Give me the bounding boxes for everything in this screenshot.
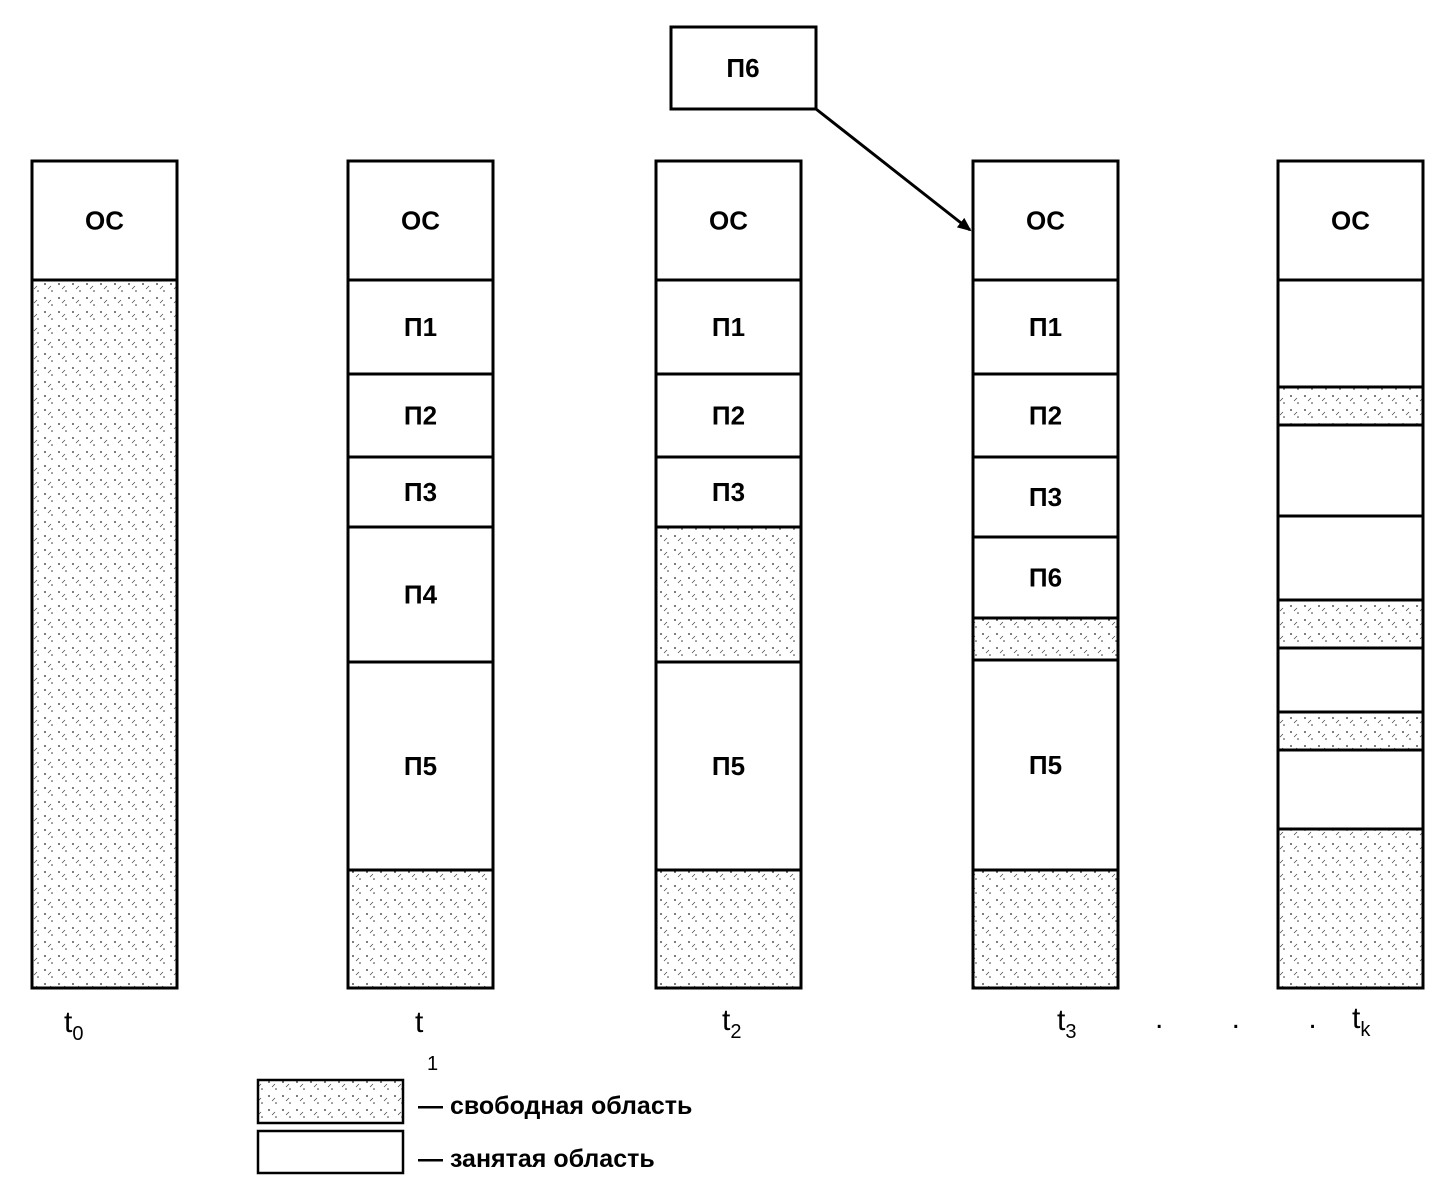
incoming-program-box (669, 25, 818, 111)
occupied-memory-segment (654, 159, 803, 282)
occupied-memory-segment (346, 278, 495, 376)
occupied-memory-segment (971, 278, 1120, 376)
legend: — свободная область — занятая область (256, 1078, 692, 1175)
occupied-memory-segment (971, 159, 1120, 282)
time-labels: t0 t 1 t2 t3 . . . tk (64, 1002, 1371, 1075)
occupied-memory-segment (346, 525, 495, 664)
segment-label: П3 (404, 477, 437, 507)
segment-label: П5 (1029, 750, 1062, 780)
free-memory-segment (1276, 598, 1425, 650)
free-memory-segment (1276, 827, 1425, 990)
occupied-memory-segment (971, 455, 1120, 539)
free-memory-segment (1276, 710, 1425, 752)
segment-label: П1 (1029, 312, 1062, 342)
legend-busy-label: — занятая область (418, 1145, 655, 1173)
occupied-memory-segment (1276, 748, 1425, 831)
segment-label: П1 (404, 312, 437, 342)
occupied-memory-segment (971, 535, 1120, 620)
time-label-t0: t0 (64, 1006, 83, 1045)
occupied-memory-segment (971, 658, 1120, 872)
segment-label: ОС (85, 206, 124, 236)
free-memory-segment (654, 525, 803, 664)
free-memory-segment (30, 278, 179, 990)
legend-busy-swatch (256, 1129, 405, 1175)
segment-label: П2 (404, 401, 437, 431)
occupied-memory-segment (1276, 278, 1425, 389)
ellipsis: . . . (1155, 1002, 1347, 1035)
segment-label: П2 (712, 401, 745, 431)
occupied-memory-segment (1276, 423, 1425, 518)
segment-label: П6 (1029, 563, 1062, 593)
occupied-memory-segment (1276, 159, 1425, 282)
free-memory-segment (1276, 385, 1425, 427)
time-label-t2: t2 (722, 1004, 741, 1043)
incoming-program-label: П6 (726, 53, 759, 83)
occupied-memory-segment (654, 455, 803, 529)
segment-label: П3 (712, 477, 745, 507)
occupied-memory-segment (1276, 514, 1425, 602)
free-memory-segment (654, 868, 803, 990)
occupied-memory-segment (346, 372, 495, 459)
incoming-program: П6 (669, 25, 972, 232)
segment-label: П1 (712, 312, 745, 342)
occupied-memory-segment (654, 278, 803, 376)
legend-free-swatch (256, 1078, 405, 1125)
free-memory-segment (971, 616, 1120, 662)
memory-column-0: ОС (30, 159, 179, 990)
segment-label: П5 (404, 751, 437, 781)
occupied-memory-segment (346, 455, 495, 529)
incoming-arrow (815, 107, 972, 232)
occupied-memory-segment (346, 660, 495, 872)
occupied-memory-segment (1276, 646, 1425, 714)
segment-label: П5 (712, 751, 745, 781)
segment-label: П2 (1029, 401, 1062, 431)
memory-column-4: ОС (1276, 159, 1425, 990)
time-label-t1: t (415, 1006, 424, 1039)
segment-label: П3 (1029, 482, 1062, 512)
time-label-t1-subscript: 1 (427, 1053, 438, 1075)
segment-label: ОС (709, 206, 748, 236)
segment-label: П4 (404, 580, 438, 610)
occupied-memory-segment (346, 159, 495, 282)
segment-label: ОС (1026, 206, 1065, 236)
occupied-memory-segment (971, 372, 1120, 459)
free-memory-segment (971, 868, 1120, 990)
legend-free-label: — свободная область (418, 1092, 692, 1120)
time-label-t3: t3 (1057, 1004, 1076, 1043)
occupied-memory-segment (654, 372, 803, 459)
segment-label: ОС (401, 206, 440, 236)
free-memory-segment (346, 868, 495, 990)
segment-label: ОС (1331, 206, 1370, 236)
time-label-tk: tk (1352, 1002, 1371, 1041)
